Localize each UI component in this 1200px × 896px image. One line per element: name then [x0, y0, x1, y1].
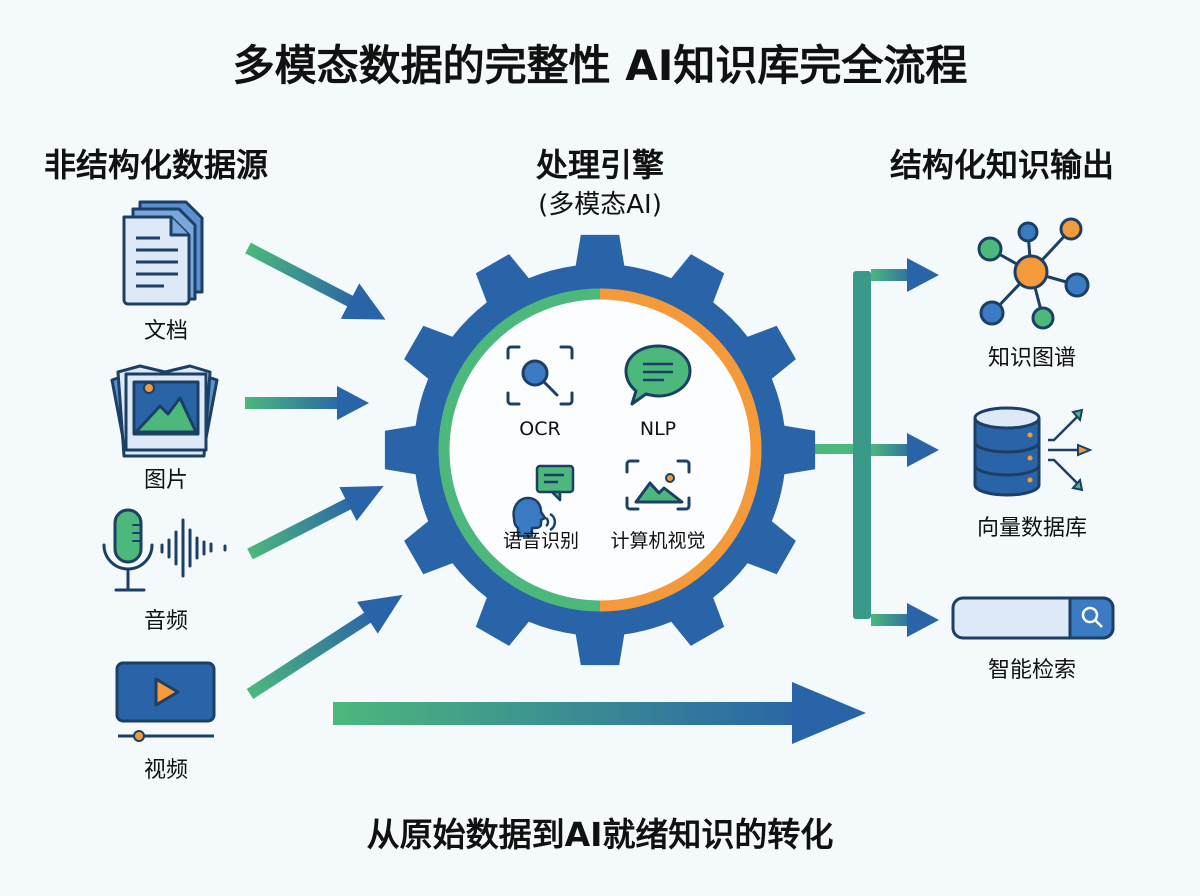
output-label-smart-search: 智能检索 — [987, 658, 1076, 683]
search-bar-icon — [951, 596, 1115, 640]
module-label-ocr: OCR — [519, 418, 561, 440]
source-label-image: 图片 — [143, 468, 188, 493]
speech-icon — [512, 464, 575, 538]
database-icon — [973, 406, 1093, 497]
engine-subheading: (多模态AI) — [538, 190, 662, 220]
output-label-vector-db: 向量数据库 — [976, 516, 1087, 541]
arrow-document-to-engine — [245, 242, 386, 320]
module-label-vision: 计算机视觉 — [610, 530, 706, 552]
source-label-video: 视频 — [143, 758, 188, 783]
document-icon — [122, 200, 204, 306]
source-label-document: 文档 — [143, 319, 188, 344]
video-icon — [115, 661, 216, 742]
image-icon — [110, 364, 219, 458]
knowledge-graph-icon — [977, 217, 1090, 330]
page-title: 多模态数据的完整性 AI知识库完全流程 — [232, 41, 968, 90]
source-label-audio: 音频 — [143, 609, 188, 634]
output-label-knowledge-graph: 知识图谱 — [987, 346, 1076, 371]
vision-icon — [625, 459, 691, 511]
transformation-arrow — [333, 682, 866, 744]
arrow-audio-to-engine — [247, 485, 384, 560]
engine-heading: 处理引擎 — [535, 146, 664, 184]
arrow-video-to-engine — [246, 594, 403, 700]
processing-engine-gear — [384, 234, 816, 666]
arrow-image-to-engine — [245, 386, 369, 420]
output-branch-connector — [812, 258, 939, 637]
outputs-heading: 结构化知识输出 — [890, 146, 1115, 184]
audio-icon — [102, 508, 227, 592]
chat-bubble-icon — [624, 344, 692, 406]
module-label-speech: 语音识别 — [502, 530, 579, 552]
footer-caption: 从原始数据到AI就绪知识的转化 — [366, 815, 834, 854]
module-label-nlp: NLP — [639, 418, 677, 440]
ocr-scan-icon — [506, 345, 574, 406]
sources-heading: 非结构化数据源 — [44, 146, 269, 184]
